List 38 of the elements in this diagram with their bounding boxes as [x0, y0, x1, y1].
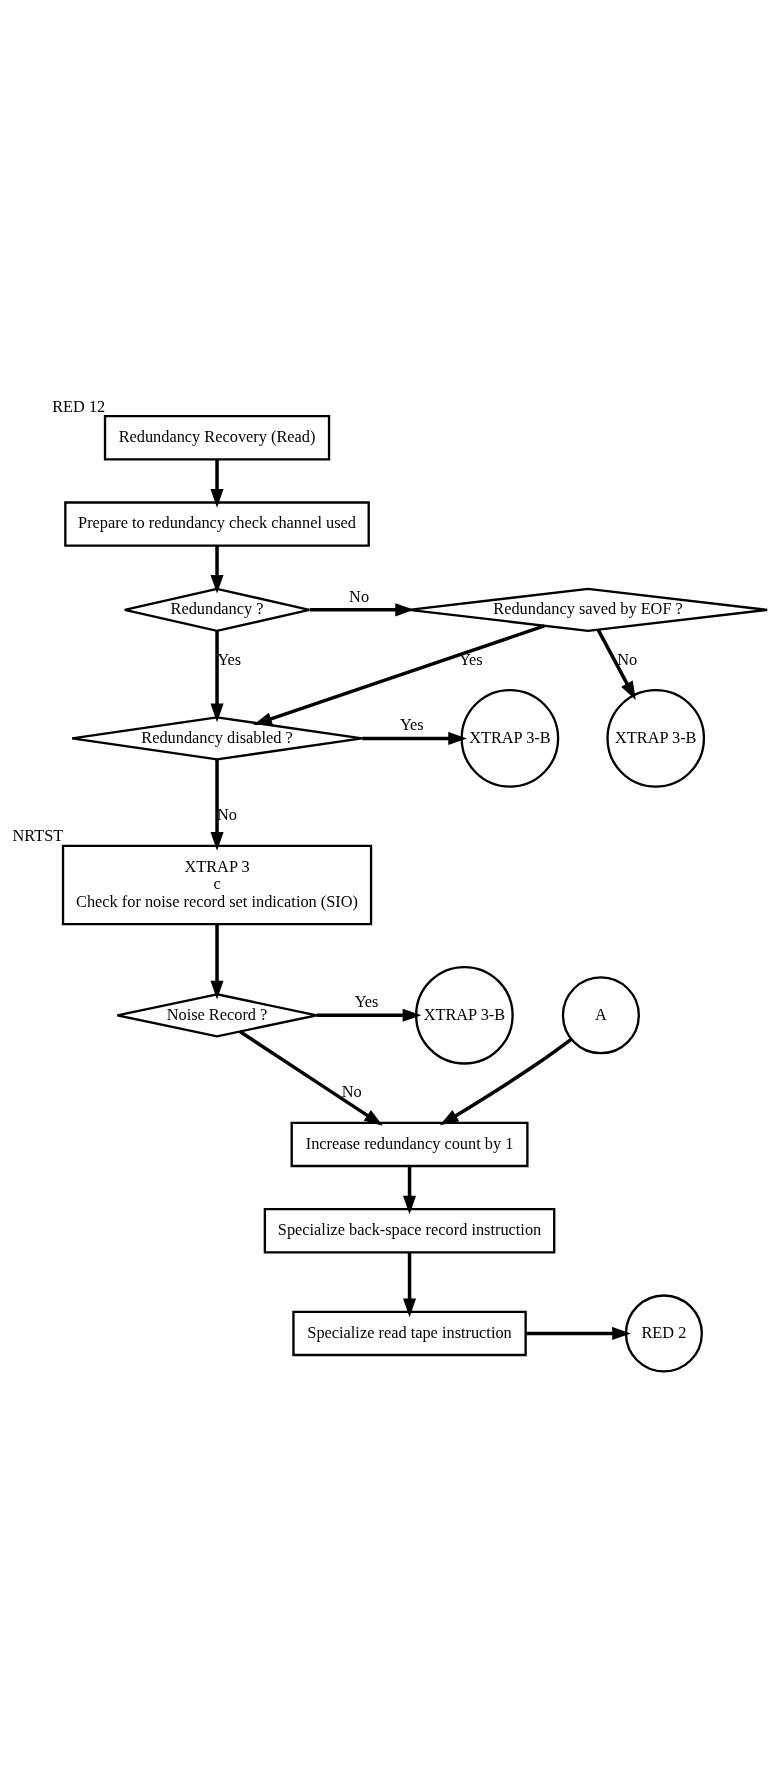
node-diamond: Noise Record ?: [116, 992, 318, 1037]
edge-label: Yes: [354, 991, 379, 1011]
arrow: [210, 923, 224, 999]
edge-label: No: [349, 586, 370, 606]
node-circle: XTRAP 3-B: [460, 688, 560, 788]
node-box: Specialize read tape instruction: [292, 1310, 527, 1356]
node-diamond: Redundancy saved by EOF ?: [407, 587, 769, 632]
node-box: Specialize back-space record instruction: [263, 1207, 556, 1253]
edge-label: No: [617, 649, 638, 669]
arrow: [596, 628, 636, 700]
node-diamond: Redundancy disabled ?: [71, 715, 364, 761]
arrow: [238, 1029, 383, 1126]
node-circle: XTRAP 3-B: [606, 688, 706, 788]
node-diamond: Redundancy ?: [123, 587, 311, 632]
arrow: [309, 602, 414, 616]
edge-label: Yes: [458, 649, 483, 669]
node-circle: A: [561, 975, 640, 1054]
arrow: [210, 459, 224, 508]
node-label: NRTST: [12, 825, 64, 845]
arrow: [210, 759, 224, 851]
arrow: [316, 1008, 422, 1022]
node-circle: XTRAP 3-B: [415, 965, 514, 1065]
arrow: [439, 1037, 573, 1125]
node-label: RED 12: [52, 396, 106, 416]
arrow: [210, 630, 224, 722]
arrow: [253, 623, 545, 725]
edge-label: No: [341, 1081, 362, 1101]
arrow: [525, 1326, 631, 1340]
arrow: [403, 1252, 417, 1317]
node-box: XTRAP 3 c Check for noise record set indication (SIO): [61, 844, 373, 925]
arrow: [403, 1165, 417, 1214]
arrow: [210, 545, 224, 594]
edge-label: Yes: [399, 714, 424, 734]
node-circle: RED 2: [624, 1293, 703, 1372]
arrow: [362, 731, 467, 745]
node-box: Increase redundancy count by 1: [290, 1121, 529, 1167]
node-box: Redundancy Recovery (Read): [103, 414, 331, 460]
node-box: Prepare to redundancy check channel used: [64, 500, 370, 547]
